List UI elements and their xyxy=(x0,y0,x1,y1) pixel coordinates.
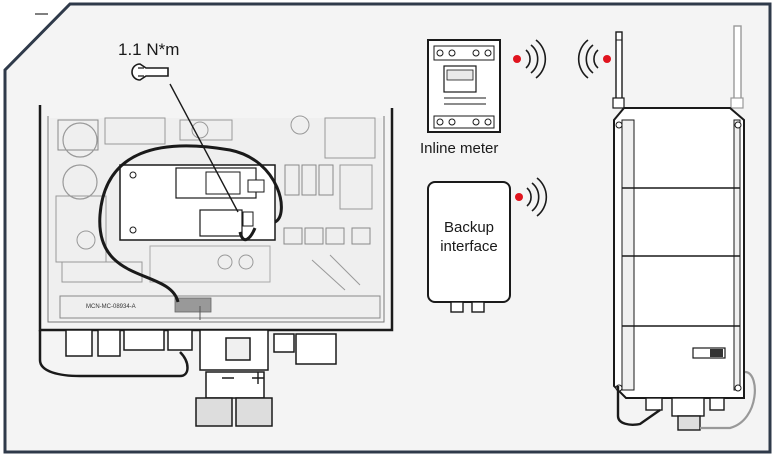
model-text: MCN-MC-08934-A xyxy=(86,304,136,310)
torque-label: 1.1 N*m xyxy=(118,40,180,59)
external-cable-left xyxy=(38,330,189,378)
antenna-icon xyxy=(612,31,625,109)
battery-cable xyxy=(616,386,661,426)
wrench-icon xyxy=(131,63,169,81)
wireless-signal-icon xyxy=(513,39,547,79)
battery-cable-right xyxy=(700,370,756,430)
battery-connectors xyxy=(645,397,725,431)
cables xyxy=(98,144,283,303)
torque-pointer xyxy=(169,83,239,213)
wireless-signal-icon xyxy=(515,177,548,217)
cable-glands xyxy=(65,329,337,427)
wireless-signal-icon xyxy=(577,39,611,79)
antenna-icon xyxy=(730,25,744,109)
diagram-frame xyxy=(3,2,772,454)
backup-interface-unit xyxy=(427,181,511,313)
inline-meter-label: Inline meter xyxy=(420,140,499,157)
inline-meter xyxy=(427,39,501,133)
communication-card xyxy=(119,164,276,241)
battery-unit xyxy=(613,107,745,399)
inverter-unit xyxy=(38,105,394,332)
